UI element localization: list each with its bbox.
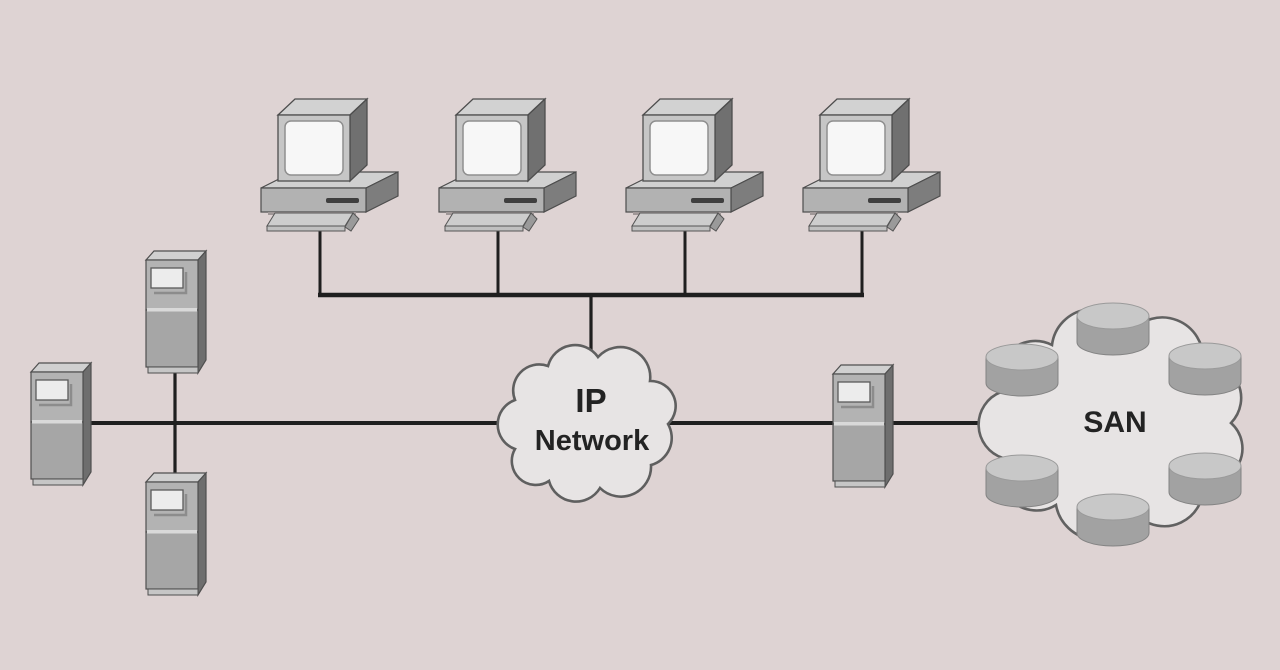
server-mid-upper-icon <box>144 249 208 375</box>
link-lines <box>86 222 992 476</box>
san-label: SAN <box>1083 406 1146 439</box>
san-cloud: SAN <box>977 302 1244 547</box>
server-gateway-icon <box>831 363 895 489</box>
server-far-left-icon <box>29 361 93 487</box>
san-disk-top-left <box>985 343 1059 397</box>
workstation-1-icon <box>260 98 399 232</box>
san-disk-bottom-center <box>1076 493 1150 547</box>
server-mid-lower-icon <box>144 471 208 597</box>
workstation-4-icon <box>802 98 941 232</box>
ip-network-label-line1: IP <box>575 382 606 419</box>
ip-network-label-line2: Network <box>535 425 650 457</box>
san-disk-bottom-left <box>985 454 1059 508</box>
workstation-2-icon <box>438 98 577 232</box>
ip-network-cloud-shape <box>496 343 677 503</box>
ip-network-cloud: IP Network <box>496 343 677 503</box>
workstation-3-icon <box>625 98 764 232</box>
san-disk-top-center <box>1076 302 1150 356</box>
san-disk-bottom-right <box>1168 452 1242 506</box>
san-disk-top-right <box>1168 342 1242 396</box>
